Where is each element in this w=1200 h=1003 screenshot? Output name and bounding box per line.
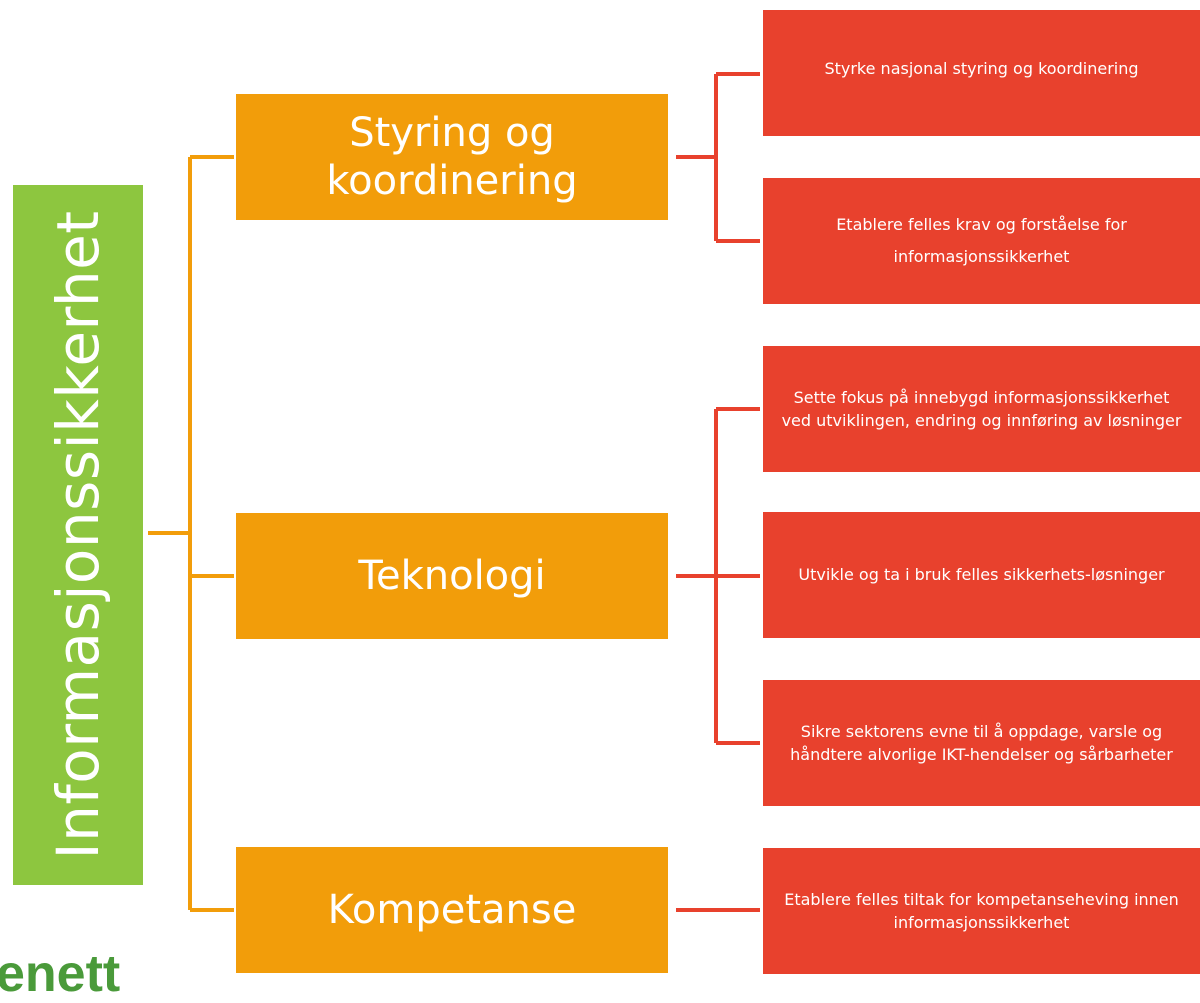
action-etablere-felles-krav: Etablere felles krav og forståelse for i… [763,178,1200,304]
category-styring-og-koordinering: Styring og koordinering [236,94,668,220]
action-kompetanseheving: Etablere felles tiltak for kompetansehev… [763,848,1200,974]
logo-fragment: enett [0,945,121,1003]
action-styrke-nasjonal-styring: Styrke nasjonal styring og koordinering [763,10,1200,136]
action-felles-sikkerhetslosninger: Utvikle og ta i bruk felles sikkerhets-l… [763,512,1200,638]
category-label: Styring og koordinering [326,110,578,204]
category-label: Kompetanse [327,887,577,933]
action-label: Sikre sektorens evne til å oppdage, vars… [790,721,1173,764]
category-kompetanse: Kompetanse [236,847,668,973]
action-label: Etablere felles krav og forståelse for i… [836,215,1127,266]
action-label: Sette fokus på innebygd informasjonssikk… [781,387,1182,430]
action-label: Etablere felles tiltak for kompetansehev… [784,889,1179,932]
action-ikt-hendelser: Sikre sektorens evne til å oppdage, vars… [763,680,1200,806]
action-label: Utvikle og ta i bruk felles sikkerhets-l… [798,565,1165,585]
root-label: Informasjonssikkerhet [44,210,112,860]
connector-lines [148,72,760,912]
teknologi-connector [676,407,760,745]
root-node: Informasjonssikkerhet [13,185,143,885]
styring-connector [676,72,760,243]
category-teknologi: Teknologi [236,513,668,639]
root-connector [148,155,234,912]
action-innebygd-sikkerhet: Sette fokus på innebygd informasjonssikk… [763,346,1200,472]
category-label: Teknologi [358,553,546,599]
action-label: Styrke nasjonal styring og koordinering [824,59,1139,79]
